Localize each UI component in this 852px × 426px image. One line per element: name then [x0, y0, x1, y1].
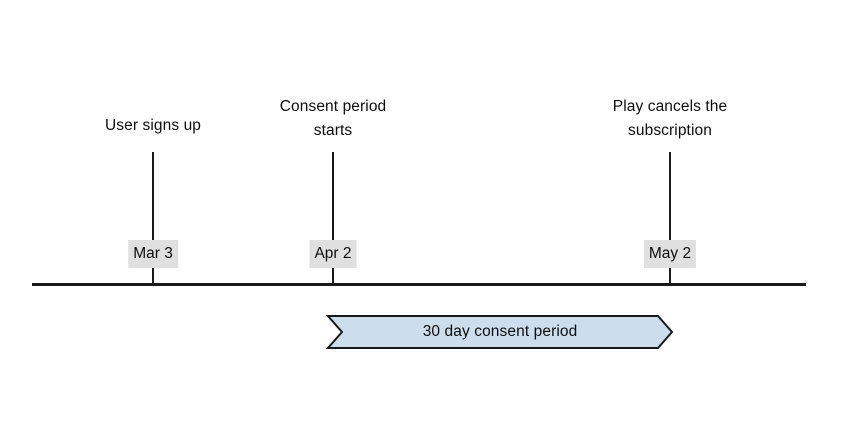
- timeline-axis: [32, 283, 806, 286]
- event-label-line: User signs up: [104, 117, 202, 134]
- event-label-line: subscription: [628, 122, 712, 139]
- event-label-line: Play cancels the: [612, 98, 728, 115]
- event-tick-consent-start: [332, 152, 334, 285]
- event-label-line: Consent period: [279, 98, 387, 115]
- event-label-cancel: Play cancels the subscription: [613, 95, 727, 143]
- event-label-line: starts: [313, 122, 353, 139]
- event-label-consent-start: Consent period starts: [280, 95, 387, 143]
- event-label-signup: User signs up: [105, 114, 201, 138]
- consent-period-banner: 30 day consent period: [325, 315, 674, 349]
- event-date-signup: Mar 3: [128, 240, 178, 268]
- banner-chevron-shape: [325, 315, 674, 349]
- event-tick-signup: [152, 152, 154, 285]
- event-date-cancel: May 2: [643, 240, 697, 268]
- event-date-consent-start: Apr 2: [309, 240, 357, 268]
- event-tick-cancel: [669, 152, 671, 285]
